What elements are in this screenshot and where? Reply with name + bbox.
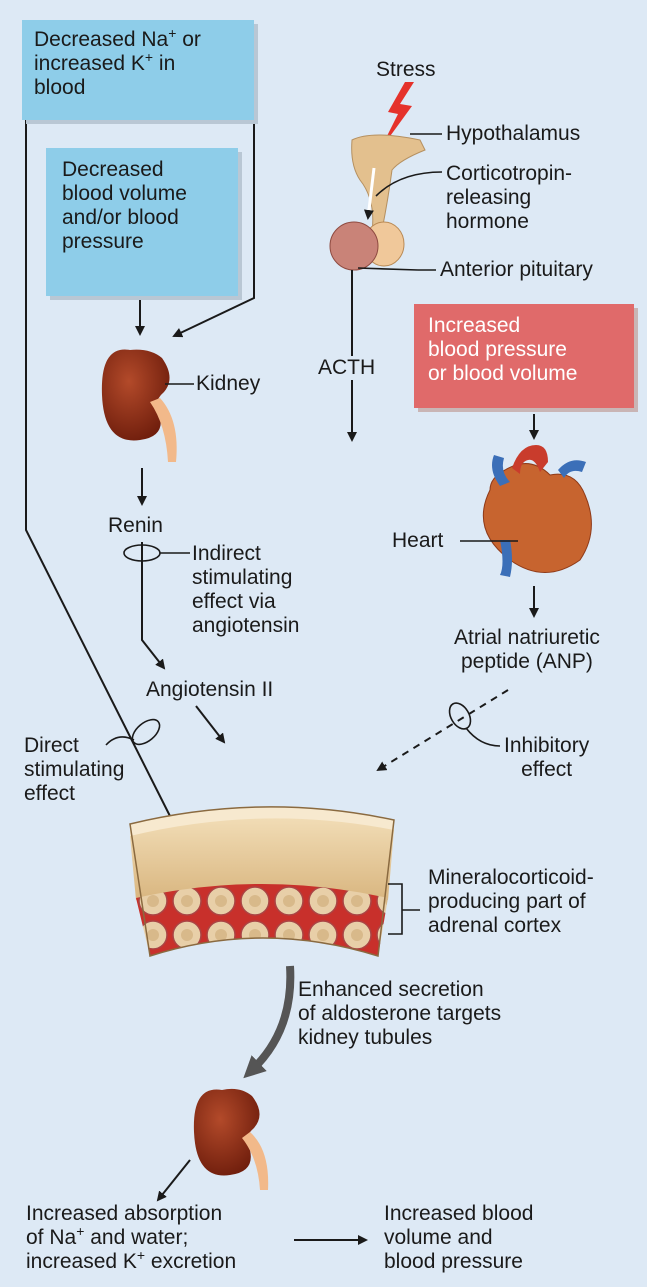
increased-bp-box: Increased blood pressure or blood volume (414, 304, 634, 408)
aldosterone-label: Enhanced secretion of aldosterone target… (298, 978, 501, 1050)
na-k-line-2: increased K (34, 52, 145, 75)
stress-label: Stress (376, 58, 436, 82)
kidney-lower-icon (194, 1089, 260, 1176)
indirect-label: Indirect stimulating effect via angioten… (192, 542, 299, 638)
absorption-label: Increased absorption of Na+ and water; i… (26, 1202, 236, 1274)
blood-volume-box: Decreased blood volume and/or blood pres… (46, 148, 238, 296)
kidney-label: Kidney (196, 372, 260, 396)
kidney-icon (102, 350, 170, 441)
inhibitory-label: Inhibitory effect (504, 734, 589, 782)
adrenal-label: Mineralocorticoid- producing part of adr… (428, 866, 594, 938)
direct-label: Direct stimulating effect (24, 734, 124, 806)
na-k-line-1: Decreased Na (34, 28, 168, 51)
hypothalamus-label: Hypothalamus (446, 122, 580, 146)
angiotensin-ii-label: Angiotensin II (146, 678, 273, 702)
heart-label: Heart (392, 529, 443, 553)
anterior-pituitary-label: Anterior pituitary (440, 258, 593, 282)
renin-label: Renin (108, 514, 163, 538)
anterior-pituitary-icon (330, 222, 378, 270)
na-k-box: Decreased Na+ or increased K+ in blood (22, 20, 254, 120)
crh-label: Corticotropin- releasing hormone (446, 162, 572, 234)
acth-label: ACTH (318, 356, 375, 380)
hypothalamus-icon (352, 135, 425, 232)
anp-label: Atrial natriuretic peptide (ANP) (454, 626, 600, 674)
result-label: Increased blood volume and blood pressur… (384, 1202, 533, 1274)
na-k-line-3: blood (34, 76, 242, 100)
